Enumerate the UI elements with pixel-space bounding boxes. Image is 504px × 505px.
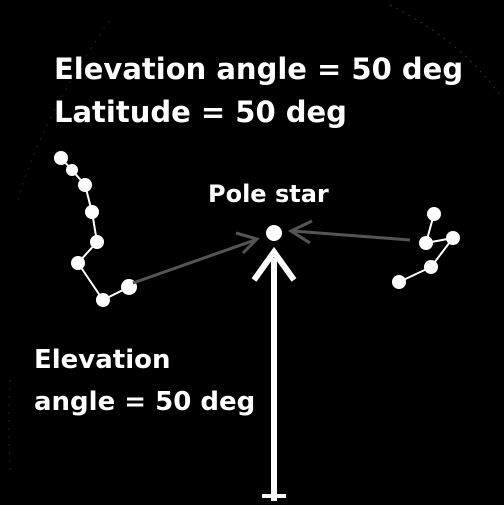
elevation-label-line-2: angle = 50 deg — [34, 387, 255, 417]
pole-star-label: Pole star — [208, 180, 329, 208]
star — [90, 235, 104, 249]
sky-arc-lower-left — [9, 380, 10, 470]
star — [71, 256, 85, 270]
star — [78, 178, 92, 192]
right-pointer-arrow — [291, 221, 410, 243]
elevation-arrow — [254, 252, 294, 501]
elevation-angle-label: Elevation angle = 50 deg — [54, 52, 463, 86]
star — [66, 164, 78, 176]
star — [446, 231, 460, 245]
star — [419, 236, 433, 250]
star — [85, 205, 99, 219]
star — [392, 275, 406, 289]
left-constellation-lines — [61, 158, 129, 300]
left-pointer-arrow — [133, 233, 257, 283]
star — [427, 207, 441, 221]
right-constellation — [392, 207, 460, 289]
star — [54, 151, 68, 165]
pole-star — [266, 225, 282, 241]
star — [424, 260, 438, 274]
latitude-label: Latitude = 50 deg — [54, 95, 347, 129]
star — [96, 293, 110, 307]
left-constellation — [54, 151, 137, 307]
elevation-label-line-1: Elevation — [34, 345, 171, 375]
